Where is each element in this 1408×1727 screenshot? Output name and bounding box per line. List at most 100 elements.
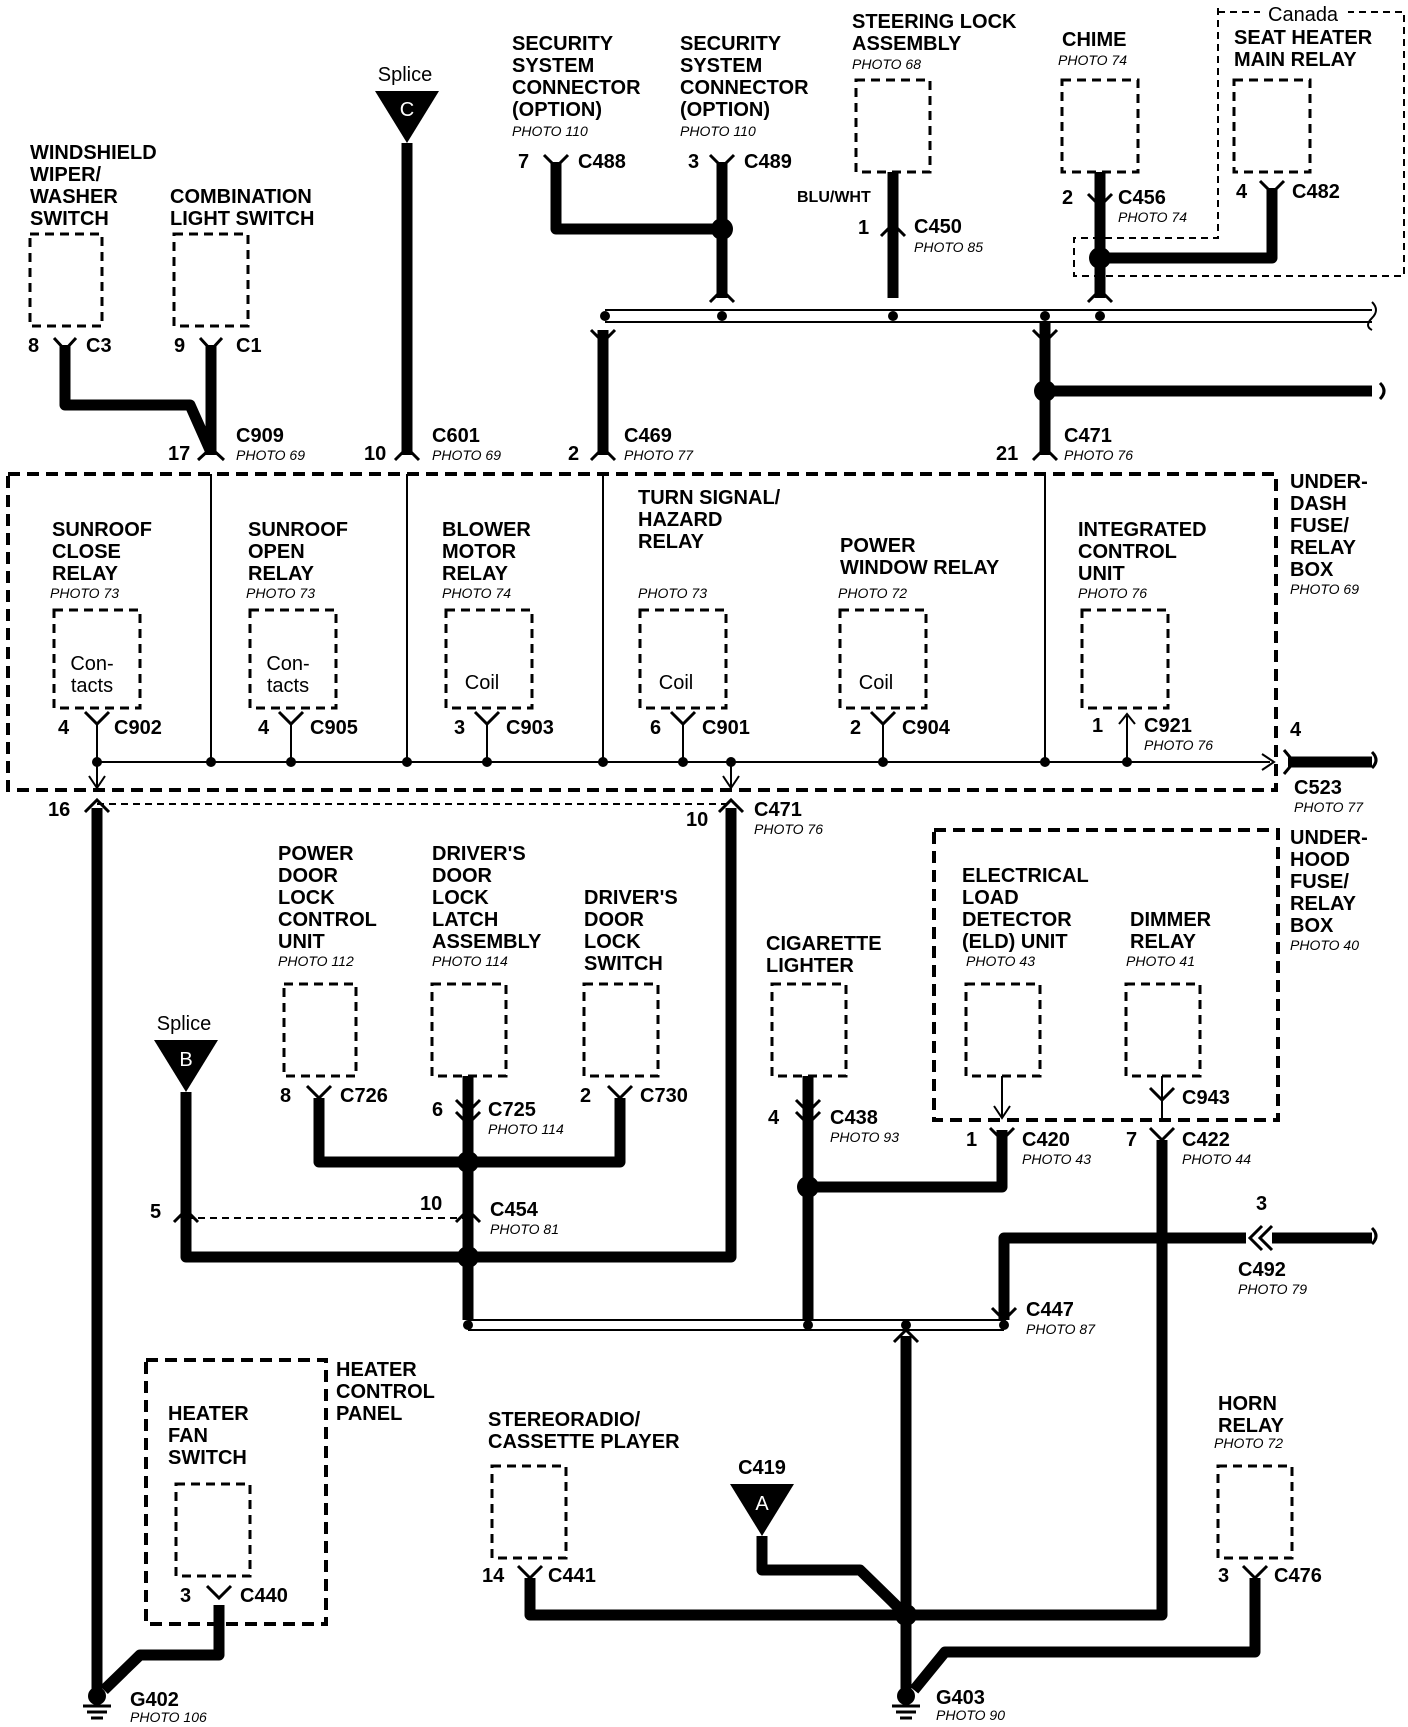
c422-conn: C422 <box>1182 1129 1230 1151</box>
chime-pin: 2 <box>1062 187 1073 209</box>
left-ground-wire: G402 PHOTO 106 <box>83 808 225 1725</box>
ud-node-2 <box>206 757 216 767</box>
sec1-label-2: SYSTEM <box>512 55 594 77</box>
heater-label-1: HEATER <box>168 1403 249 1425</box>
ud-node-10 <box>1040 757 1050 767</box>
relay2-y <box>277 710 305 727</box>
sec1-label-3: CONNECTOR <box>512 77 641 99</box>
relay1-label-2: CLOSE <box>52 541 121 563</box>
y-c909 <box>196 445 226 462</box>
combo-conn: C1 <box>236 335 262 357</box>
c420-pin: 1 <box>966 1129 977 1151</box>
door3-y <box>606 1084 634 1101</box>
horn-pin: 3 <box>1218 1565 1229 1587</box>
c492-y-2 <box>1257 1224 1274 1252</box>
c469-photo: PHOTO 77 <box>624 447 694 463</box>
icu-label-3: UNIT <box>1078 563 1125 585</box>
steer-conn-photo: PHOTO 85 <box>914 239 983 255</box>
c447-node-4 <box>999 1320 1009 1330</box>
door1-pin: 8 <box>280 1085 291 1107</box>
break-2 <box>1378 381 1386 401</box>
stereo-conn: C441 <box>548 1565 596 1587</box>
cigar-photo: PHOTO 93 <box>830 1129 899 1145</box>
c909-conn: C909 <box>236 425 284 447</box>
relay3-label-3: RELAY <box>442 563 509 585</box>
c420-conn: C420 <box>1022 1129 1070 1151</box>
relay2-label-2: OPEN <box>248 541 305 563</box>
wire-c3-c909 <box>59 345 216 453</box>
door2-box <box>430 982 508 1078</box>
door1-label-2: DOOR <box>278 865 339 887</box>
seat-pin: 4 <box>1236 181 1248 203</box>
relay4-y <box>669 710 697 727</box>
dimmer-label-2: RELAY <box>1130 931 1197 953</box>
icu-pin: 1 <box>1092 715 1103 737</box>
splice-c-letter: C <box>400 99 414 121</box>
g402-dot <box>88 1687 106 1705</box>
door1-photo: PHOTO 112 <box>278 953 354 969</box>
combo-label-2: LIGHT SWITCH <box>170 208 314 230</box>
seat-heater-main-relay: Canada SEAT HEATER MAIN RELAY 4 C482 <box>1073 4 1405 277</box>
relay2-pin: 4 <box>258 717 270 739</box>
security-connector-1: SECURITY SYSTEM CONNECTOR (OPTION) PHOTO… <box>512 33 641 173</box>
relay4-box <box>638 608 728 710</box>
eld-label-3: DETECTOR <box>962 909 1072 931</box>
c471-photo: PHOTO 76 <box>1064 447 1133 463</box>
c492-photo: PHOTO 79 <box>1238 1281 1307 1297</box>
icu-photo: PHOTO 76 <box>1078 585 1147 601</box>
c438-y-2 <box>794 1110 822 1127</box>
horn-label-2: RELAY <box>1218 1415 1285 1437</box>
sec2-label-3: CONNECTOR <box>680 77 809 99</box>
steer-conn: C450 <box>914 216 962 238</box>
icu-conn-photo: PHOTO 76 <box>1144 737 1213 753</box>
chime-box <box>1060 78 1140 174</box>
door1-label-1: POWER <box>278 843 354 865</box>
dimmer-box <box>1124 982 1202 1078</box>
seat-label-2: MAIN RELAY <box>1234 49 1357 71</box>
relay4-label-2: HAZARD <box>638 509 722 531</box>
heater-panel-label-3: PANEL <box>336 1403 402 1425</box>
horn-box <box>1216 1464 1294 1560</box>
junction-g403 <box>895 1604 917 1626</box>
door1-label-5: UNIT <box>278 931 325 953</box>
bus-node-3 <box>1095 311 1105 321</box>
relay5-box <box>838 608 928 710</box>
c523-conn: C523 <box>1294 777 1342 799</box>
c420-y <box>988 1126 1016 1143</box>
wire-c476-g403 <box>909 1578 1261 1694</box>
door-lock-group: POWER DOOR LOCK CONTROL UNIT PHOTO 112 8… <box>278 843 688 1320</box>
splice-a-conn: C419 <box>738 1457 786 1479</box>
c523-photo: PHOTO 77 <box>1294 799 1364 815</box>
relay1-pin: 4 <box>58 717 70 739</box>
relay1-photo: PHOTO 73 <box>50 585 119 601</box>
relay3-photo: PHOTO 74 <box>442 585 511 601</box>
c492-y-1 <box>1247 1224 1264 1252</box>
c454-left-pin: 5 <box>150 1201 161 1223</box>
sec2-conn: C489 <box>744 151 792 173</box>
heater-control-panel: HEATER CONTROL PANEL HEATER FAN SWITCH 3… <box>144 1358 435 1626</box>
icu-arrow <box>1118 712 1136 725</box>
y-c482 <box>1258 179 1286 196</box>
wire-c482 <box>1100 188 1278 264</box>
relay1-label-1: SUNROOF <box>52 519 152 541</box>
sec2-label-4: (OPTION) <box>680 99 770 121</box>
door2-conn-photo: PHOTO 114 <box>488 1121 564 1137</box>
c492-pin: 3 <box>1256 1193 1267 1215</box>
relay3-label-2: MOTOR <box>442 541 517 563</box>
relay5-photo: PHOTO 72 <box>838 585 907 601</box>
combination-light-switch: COMBINATION LIGHT SWITCH 9 C1 <box>170 186 314 357</box>
c469-conn: C469 <box>624 425 672 447</box>
splice-c-triangle <box>375 91 439 143</box>
c471b-photo: PHOTO 76 <box>754 821 823 837</box>
underdash-title-3: FUSE/ <box>1290 515 1349 537</box>
relay1-inner-2: tacts <box>71 675 113 697</box>
chime-conn: C456 <box>1118 187 1166 209</box>
sec1-photo: PHOTO 110 <box>512 123 588 139</box>
relay1-conn: C902 <box>114 717 162 739</box>
c601-conn: C601 <box>432 425 480 447</box>
junction-c454 <box>457 1246 479 1268</box>
c420-photo: PHOTO 43 <box>1022 1151 1091 1167</box>
steer-label-1: STEERING LOCK <box>852 11 1017 33</box>
c725-y-1 <box>454 1098 482 1115</box>
relay3-box <box>444 608 534 710</box>
